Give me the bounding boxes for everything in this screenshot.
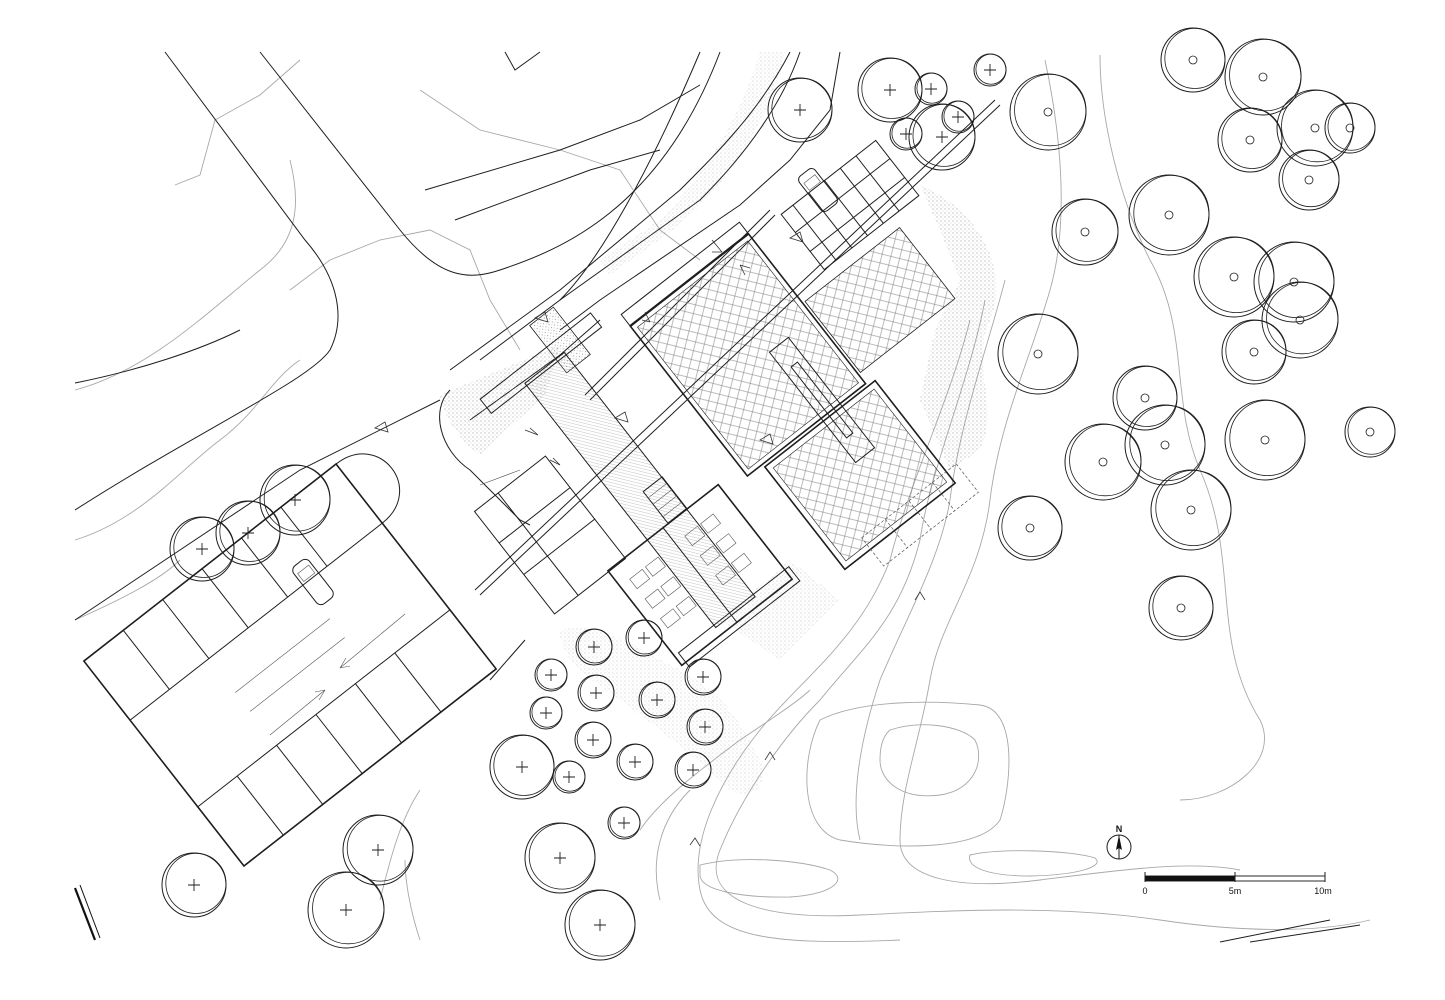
trees: [161, 27, 1396, 961]
scale-bar: 0 5m 10m: [1142, 872, 1332, 896]
tree: [674, 751, 712, 789]
tree: [534, 658, 568, 692]
tree: [524, 822, 596, 894]
tree: [1344, 406, 1396, 458]
tree: [767, 77, 833, 143]
tree: [1112, 365, 1178, 431]
tree: [1224, 38, 1302, 116]
tree: [684, 658, 722, 696]
main-building: [473, 99, 1001, 794]
tree: [997, 495, 1063, 561]
tree: [1276, 89, 1354, 167]
tree: [1160, 27, 1226, 93]
tree: [1261, 281, 1339, 359]
tree: [616, 743, 654, 781]
tree: [908, 103, 976, 171]
parking-lot: [82, 453, 526, 868]
tree: [973, 53, 1007, 87]
tree: [574, 721, 612, 759]
tree: [575, 628, 613, 666]
tree: [489, 734, 555, 800]
tree: [577, 674, 615, 712]
tree: [889, 117, 923, 151]
tree: [638, 681, 676, 719]
tree: [1064, 423, 1142, 501]
scale-label-0: 0: [1142, 886, 1147, 896]
scale-label-5m: 5m: [1229, 886, 1242, 896]
tree: [1009, 73, 1087, 151]
tree: [552, 760, 586, 794]
tree: [1224, 399, 1306, 481]
tree: [1128, 174, 1210, 256]
tree: [1148, 575, 1214, 641]
tree: [161, 852, 227, 918]
tree: [1051, 198, 1119, 266]
contour-lines: [74, 54, 1371, 942]
tree: [914, 72, 948, 106]
scale-label-10m: 10m: [1314, 886, 1332, 896]
tree: [607, 806, 641, 840]
tree: [169, 516, 235, 582]
edge-marks: [73, 884, 101, 941]
tree: [259, 464, 331, 536]
tree: [307, 871, 385, 949]
tree: [1221, 319, 1287, 385]
tree: [625, 619, 663, 657]
driveway: [439, 51, 841, 526]
tree: [1324, 102, 1376, 154]
tree: [857, 57, 923, 123]
north-arrow: N: [1106, 824, 1132, 860]
tree: [1217, 107, 1283, 173]
tree: [529, 696, 563, 730]
car-north: [798, 168, 838, 212]
tree: [1278, 149, 1340, 211]
car-parked: [292, 558, 334, 606]
tree: [1150, 469, 1232, 551]
tree: [941, 100, 975, 134]
north-label: N: [1116, 824, 1123, 834]
tree: [342, 814, 414, 886]
flow-arrows: [374, 231, 926, 847]
tree: [215, 500, 281, 566]
tree: [686, 708, 724, 746]
tree: [1193, 236, 1275, 318]
tree: [997, 313, 1079, 395]
tree: [564, 889, 636, 961]
